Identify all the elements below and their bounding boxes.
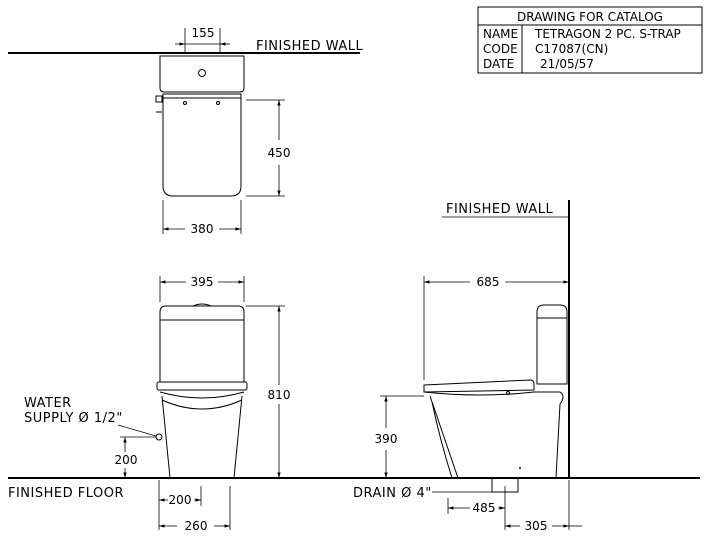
title-block-name-value: TETRAGON 2 PC. S-TRAP — [534, 27, 681, 41]
dim-floor-inner: 200 — [169, 493, 192, 507]
dim-top-depth: 450 — [268, 146, 291, 160]
top-view: FINISHED WALL 155 450 380 — [8, 26, 364, 236]
side-view-bowl — [429, 391, 564, 479]
side-view-tank — [536, 304, 568, 385]
side-view-seat — [423, 379, 535, 393]
dim-wall-to-drain: 305 — [525, 519, 548, 533]
side-finished-wall-label: FINISHED WALL — [446, 202, 554, 217]
title-block-date-value: 21/05/57 — [540, 57, 594, 71]
dim-front-height: 810 — [268, 388, 291, 402]
front-view-tank — [159, 305, 245, 383]
finished-floor-label: FINISHED FLOOR — [8, 486, 124, 501]
side-view: FINISHED WALL 685 390 DRAIN Ø 4" 485 — [353, 200, 582, 533]
top-view-seat — [162, 93, 242, 197]
water-supply-label-line2: SUPPLY Ø 1/2" — [24, 411, 123, 426]
title-block-code-value: C17087(CN) — [535, 42, 608, 56]
dim-top-supply-spacing: 155 — [192, 26, 215, 40]
water-supply-label-line1: WATER — [24, 396, 72, 411]
dim-side-depth: 685 — [477, 275, 500, 289]
top-view-tank — [159, 55, 245, 93]
title-block-name-key: NAME — [483, 27, 518, 41]
title-block-date-key: DATE — [483, 57, 514, 71]
front-view-seat — [156, 381, 248, 391]
drain-label: DRAIN Ø 4" — [353, 486, 432, 501]
water-supply-point — [155, 433, 163, 441]
title-block: DRAWING FOR CATALOG NAME TETRAGON 2 PC. … — [477, 6, 703, 74]
title-block-heading: DRAWING FOR CATALOG — [517, 10, 663, 24]
front-view: WATER SUPPLY Ø 1/2" 395 810 200 FINISHED… — [8, 275, 700, 533]
dim-supply-height: 200 — [115, 453, 138, 467]
dim-front-width: 395 — [191, 275, 214, 289]
top-finished-wall-label: FINISHED WALL — [256, 39, 364, 54]
dim-floor-outer: 260 — [185, 519, 208, 533]
top-view-flush-button — [198, 69, 206, 77]
title-block-code-key: CODE — [483, 42, 518, 56]
front-view-bowl — [161, 395, 243, 479]
dim-top-width: 380 — [191, 222, 214, 236]
dim-drain-offset: 485 — [473, 501, 496, 515]
dim-seat-height: 390 — [375, 432, 398, 446]
